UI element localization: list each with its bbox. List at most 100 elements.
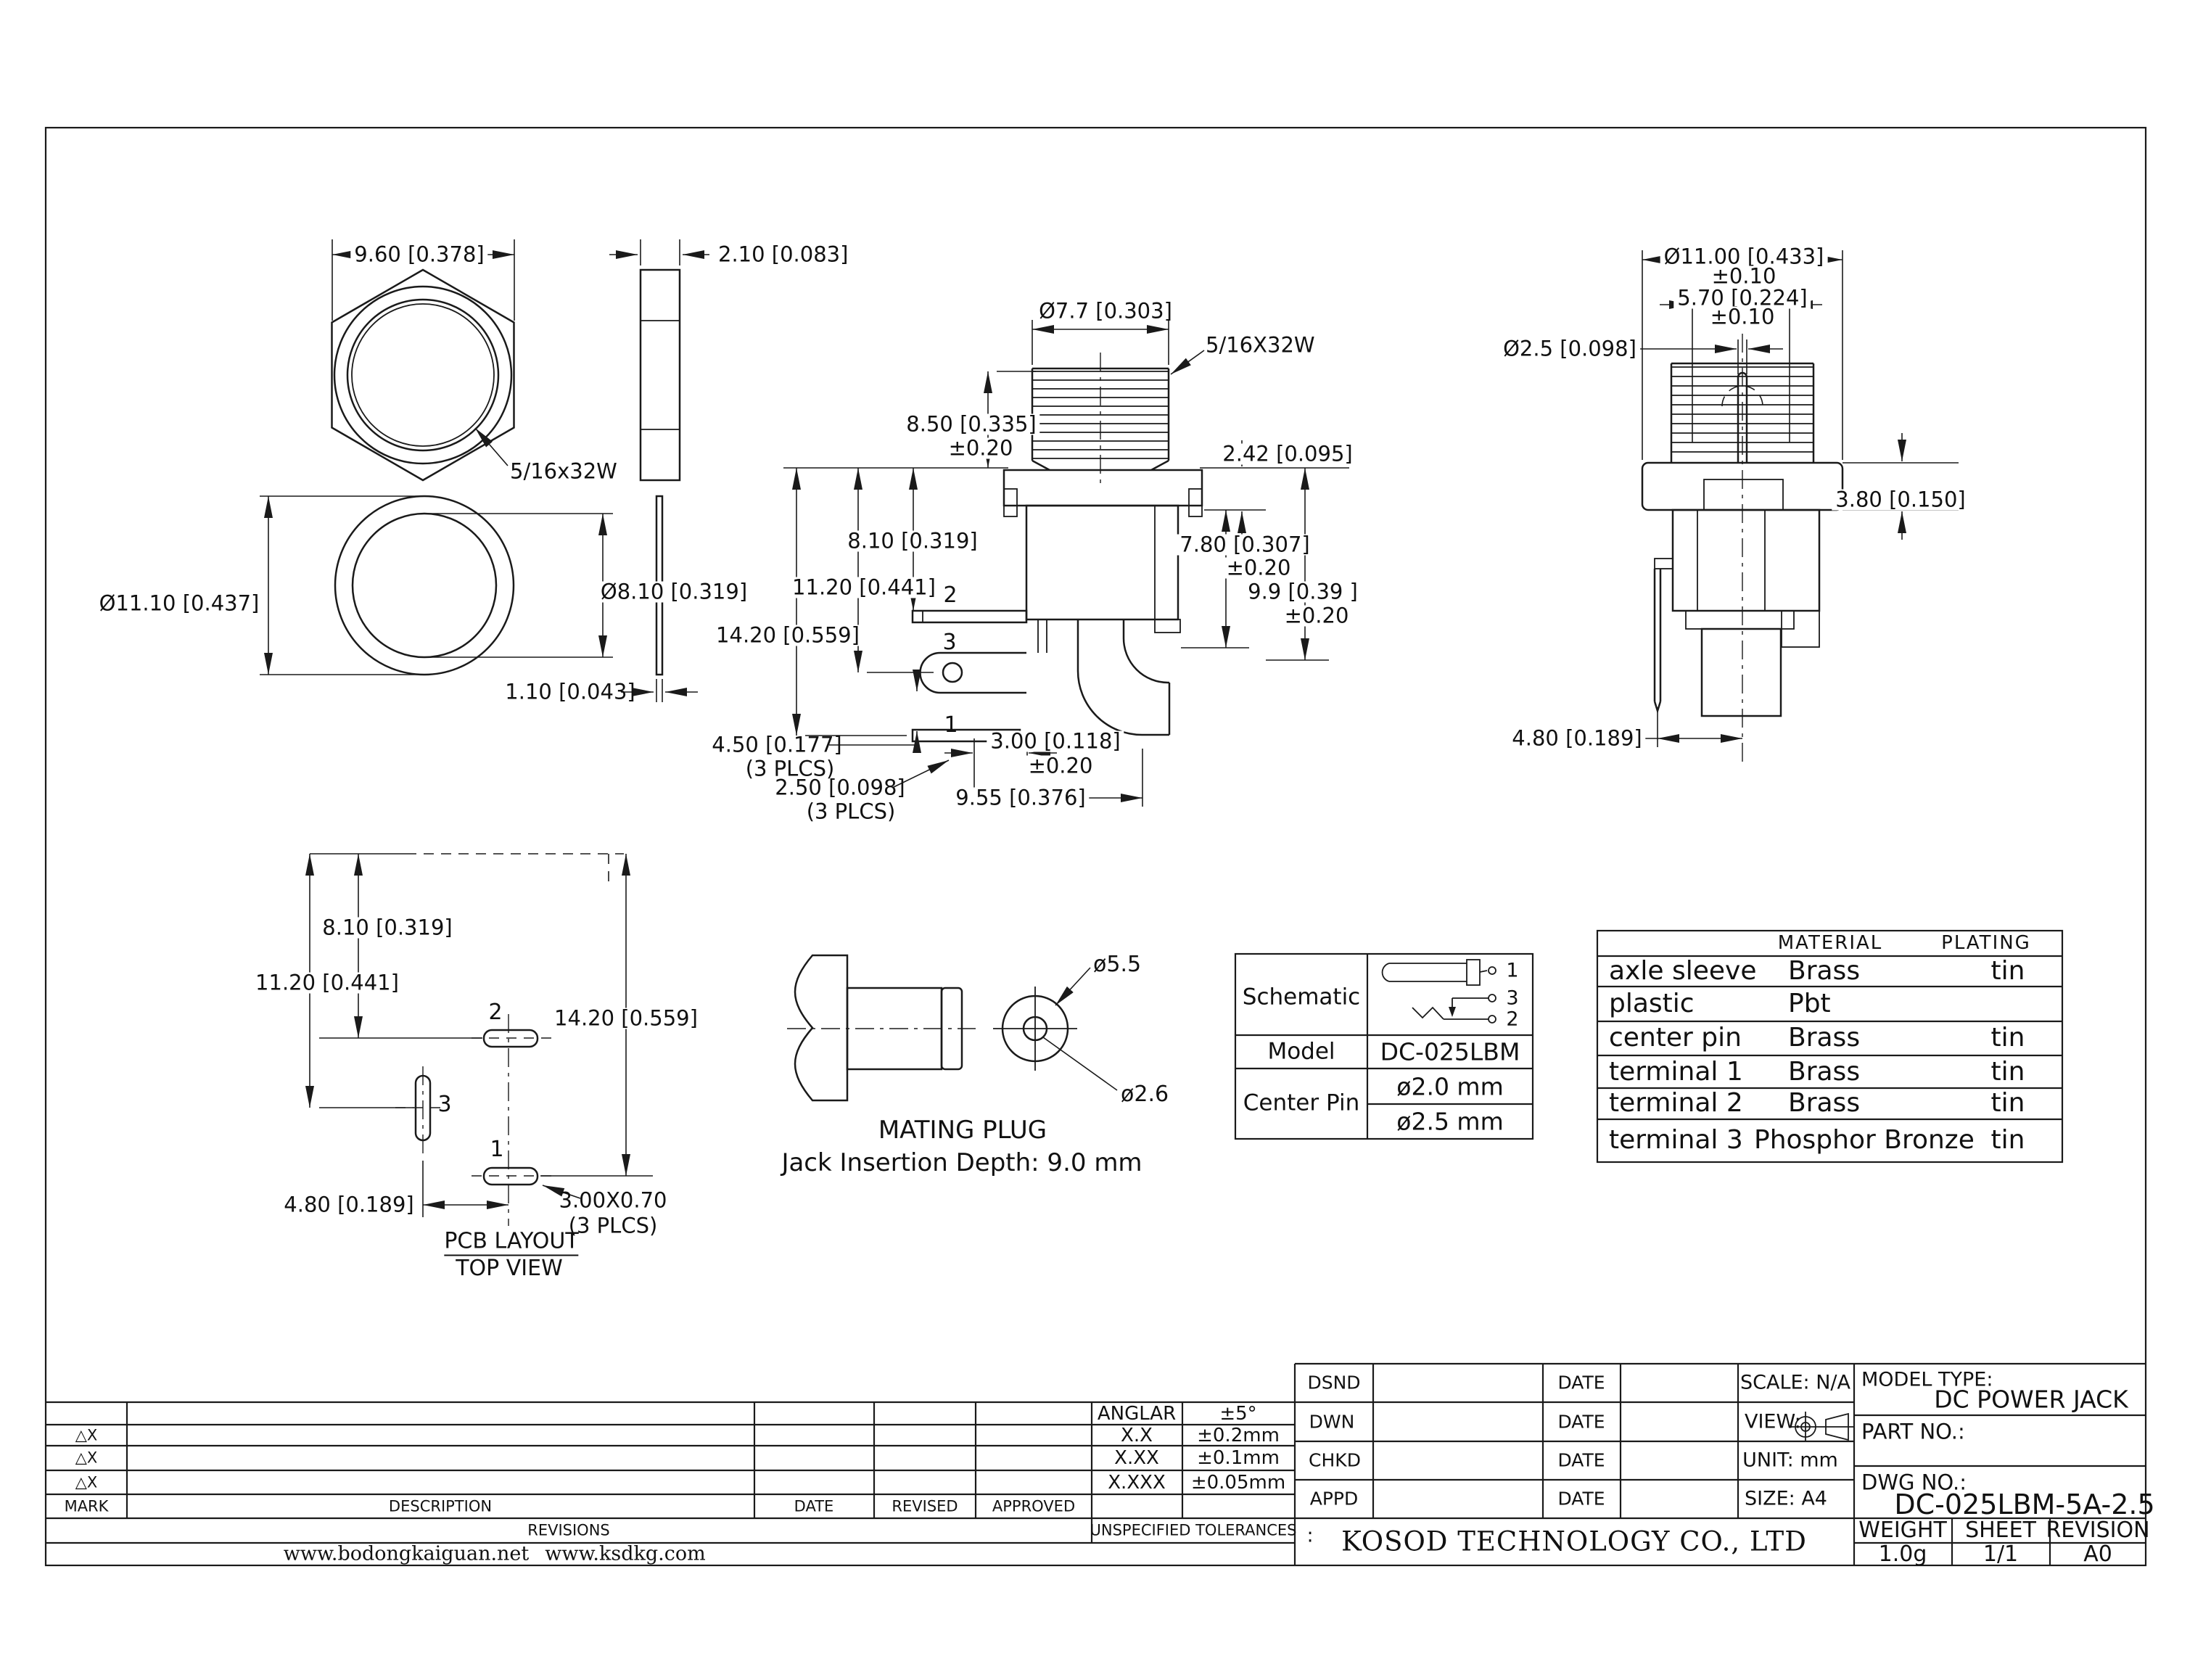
unspecified-tolerances-title: UNSPECIFIED TOLERANCES xyxy=(1090,1521,1297,1539)
pin3-label: 3 xyxy=(942,630,957,655)
dim-pin-width: 2.50 [0.098] xyxy=(775,775,905,800)
revision-mark-row: △X xyxy=(75,1473,98,1491)
tol-name: X.XX xyxy=(1114,1447,1159,1469)
mating-plug-view xyxy=(787,954,1118,1102)
titleblock-date: DATE xyxy=(1557,1372,1605,1393)
titleblock-chkd: CHKD xyxy=(1309,1449,1361,1471)
tol-value: ±0.2mm xyxy=(1197,1425,1280,1446)
dim-washer-od: Ø11.10 [0.437] xyxy=(95,593,263,614)
dim-right-2: 9.9 [0.39 ] xyxy=(1244,581,1362,603)
dim-front-flange: 3.80 [0.150] xyxy=(1832,489,1969,511)
materials-table-grid xyxy=(1596,929,2064,1164)
titleblock-revision-label: REVISION xyxy=(2046,1518,2150,1543)
titleblock-view: VIEW: xyxy=(1745,1410,1801,1433)
titleblock-sheet-label: SHEET xyxy=(1965,1518,2036,1543)
dim-body-2: 11.20 [0.441] xyxy=(789,577,939,598)
titleblock-modeltype-value: DC POWER JACK xyxy=(1934,1385,2128,1414)
titleblock-company-mark: : xyxy=(1306,1524,1314,1547)
dim-front-inner-tol: ±0.10 xyxy=(1706,306,1779,328)
titleblock-dwgno-label: DWG NO.: xyxy=(1861,1470,1967,1495)
dim-pin-width-note: (3 PLCS) xyxy=(806,799,896,824)
tol-value: ±5° xyxy=(1219,1403,1257,1425)
pcb-pad3-label: 3 xyxy=(437,1092,452,1117)
materials-part: plastic xyxy=(1609,989,1695,1018)
dim-nut-width: 9.60 [0.378] xyxy=(350,244,488,265)
pcb-dim-3: 14.20 [0.559] xyxy=(551,1008,701,1029)
sheet-border xyxy=(44,126,2147,1567)
titleblock-date: DATE xyxy=(1557,1449,1605,1471)
spec-model-value: DC-025LBM xyxy=(1380,1037,1520,1066)
dim-thread-dia: Ø7.7 [0.303] xyxy=(1039,298,1172,324)
dim-front-pin: Ø2.5 [0.098] xyxy=(1499,338,1640,360)
dim-washer-thickness: 1.10 [0.043] xyxy=(505,679,635,704)
pcb-dim-1: 8.10 [0.319] xyxy=(318,917,456,939)
pcb-subtitle: TOP VIEW xyxy=(456,1256,563,1281)
revisions-col-mark: MARK xyxy=(64,1497,109,1515)
dim-tab-tol: ±0.20 xyxy=(1024,755,1097,777)
titleblock-date: DATE xyxy=(1557,1488,1605,1510)
nut-side-view xyxy=(609,239,709,482)
jack-front-view xyxy=(1625,250,1959,762)
revisions-col-approved: APPROVED xyxy=(992,1497,1076,1515)
revisions-table-grid xyxy=(46,1401,2146,1544)
nut-front-view xyxy=(331,239,515,482)
materials-plating: tin xyxy=(1990,1088,2025,1118)
dim-right-2-tol: ±0.20 xyxy=(1280,605,1353,627)
titleblock-dwgno-value: DC-025LBM-5A-2.5 xyxy=(1894,1488,2155,1520)
pcb-pad-note: 3.00X0.70 xyxy=(559,1187,667,1213)
materials-plating: tin xyxy=(1990,956,2025,986)
materials-part: axle sleeve xyxy=(1609,956,1757,986)
titleblock-appd: APPD xyxy=(1309,1488,1359,1510)
dim-front-offset: 4.80 [0.189] xyxy=(1508,728,1646,749)
materials-material: Brass xyxy=(1788,1057,1861,1087)
pcb-dim-4: 4.80 [0.189] xyxy=(280,1194,418,1216)
dim-thread-length: 8.50 [0.335] xyxy=(902,413,1040,435)
materials-plating: tin xyxy=(1990,1125,2025,1155)
materials-part: terminal 1 xyxy=(1609,1057,1743,1087)
title-block-grid xyxy=(1293,1362,2146,1565)
dim-washer-id: Ø8.10 [0.319] xyxy=(596,581,752,603)
dim-tab: 3.00 [0.118] xyxy=(987,730,1124,752)
dim-pin-length-note: (3 PLCS) xyxy=(745,756,835,781)
titleblock-revision-value: A0 xyxy=(2083,1541,2112,1567)
dim-flange-thickness: 2.42 [0.095] xyxy=(1219,443,1356,465)
materials-material: Phosphor Bronze xyxy=(1754,1125,1975,1155)
materials-plating: tin xyxy=(1990,1023,2025,1053)
plug-dim-od: ø5.5 xyxy=(1093,952,1142,977)
plug-title: MATING PLUG xyxy=(878,1116,1047,1145)
pcb-pad2-label: 2 xyxy=(488,1000,503,1025)
dim-pin-length: 4.50 [0.177] xyxy=(712,732,842,757)
pcb-pad1-label: 1 xyxy=(490,1137,504,1162)
spec-centerpin-v1: ø2.0 mm xyxy=(1396,1072,1504,1101)
spec-pin2: 2 xyxy=(1506,1008,1519,1031)
jack-thread-label: 5/16X32W xyxy=(1206,332,1315,358)
pcb-title: PCB LAYOUT xyxy=(444,1230,579,1256)
titleblock-sheet-value: 1/1 xyxy=(1983,1541,2019,1567)
revisions-col-date: DATE xyxy=(794,1497,834,1515)
titleblock-scale: SCALE: N/A xyxy=(1739,1371,1851,1394)
washer-front-view xyxy=(260,495,613,676)
revisions-col-description: DESCRIPTION xyxy=(388,1497,493,1515)
materials-col-plating: PLATING xyxy=(1941,932,2031,954)
pin2-label: 2 xyxy=(943,582,958,608)
materials-material: Brass xyxy=(1788,1088,1861,1118)
pcb-layout-view xyxy=(305,853,653,1226)
dim-right-1-tol: ±0.20 xyxy=(1222,557,1295,579)
pcb-pad-note-2: (3 PLCS) xyxy=(568,1213,658,1238)
plug-dim-id: ø2.6 xyxy=(1121,1082,1169,1107)
spec-schematic-label: Schematic xyxy=(1242,984,1361,1010)
materials-material: Brass xyxy=(1788,1023,1861,1053)
dim-nut-thickness: 2.10 [0.083] xyxy=(718,242,849,267)
revisions-title: REVISIONS xyxy=(527,1521,610,1539)
third-angle-projection-icon xyxy=(1790,1412,1854,1442)
revisions-col-revised: REVISED xyxy=(892,1497,958,1515)
jack-side-view xyxy=(783,320,1349,807)
website-2: www.ksdkg.com xyxy=(545,1542,706,1565)
dim-right-1: 7.80 [0.307] xyxy=(1176,534,1314,556)
dim-front-od-tol: ±0.10 xyxy=(1708,265,1780,287)
dim-body-1: 8.10 [0.319] xyxy=(844,530,981,552)
revision-mark-row: △X xyxy=(75,1449,98,1467)
dim-front-od: Ø11.00 [0.433] xyxy=(1660,246,1828,268)
